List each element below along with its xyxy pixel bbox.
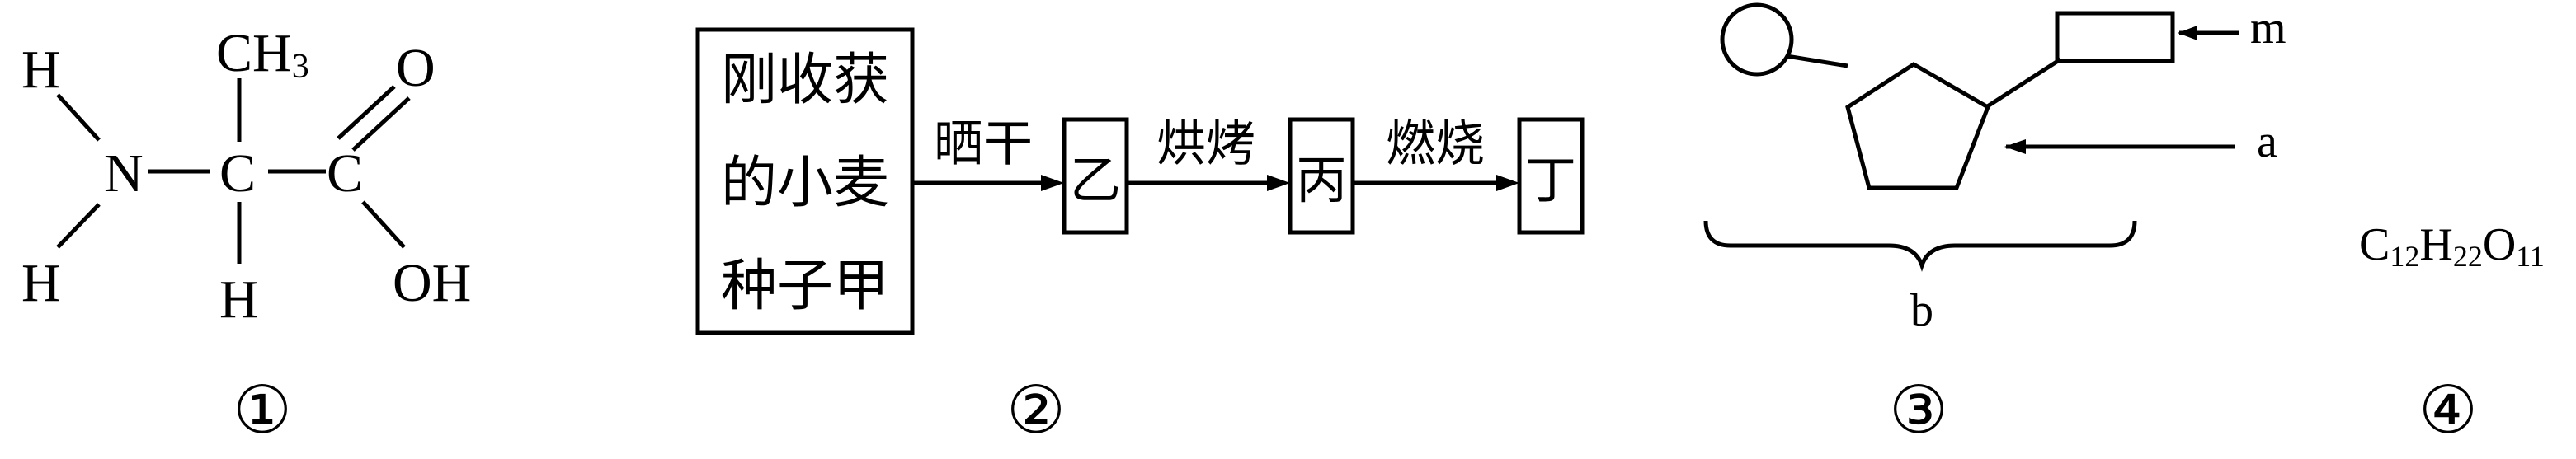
atom-h-bottom: H bbox=[21, 253, 61, 313]
bond-h-n-top bbox=[56, 93, 101, 142]
box-fresh-wheat-line2: 的小麦 bbox=[721, 151, 889, 216]
alanine-structure: H N H CH3 C H C O OH ① bbox=[21, 23, 471, 447]
label-m: m bbox=[2250, 2, 2286, 54]
label-a: a bbox=[2257, 116, 2277, 167]
figure-number-2: ② bbox=[1006, 375, 1066, 447]
nucleotide-schematic: m a b ③ bbox=[1703, 2, 2286, 447]
bond-h-n-bottom bbox=[56, 203, 101, 249]
pentose-sugar bbox=[1845, 62, 1991, 190]
figure-number-3: ③ bbox=[1889, 375, 1948, 447]
arrow-burn-label: 燃烧 bbox=[1386, 115, 1485, 173]
bond-c-o-double-1 bbox=[337, 85, 396, 140]
bond-c-oh bbox=[361, 200, 406, 249]
sugar-to-base-bond bbox=[1985, 57, 2062, 110]
arrow-bake-label: 烘烤 bbox=[1156, 115, 1255, 173]
arrow-burn-head bbox=[1496, 175, 1519, 191]
atom-h-top: H bbox=[21, 40, 61, 100]
atom-ch3: CH3 bbox=[216, 23, 309, 86]
formula-o: O bbox=[2483, 219, 2516, 270]
figure-number-4: ④ bbox=[2418, 375, 2478, 447]
molecular-formula: C12H22O11 bbox=[2359, 219, 2545, 273]
phosphate-to-sugar-bond bbox=[1786, 54, 1848, 68]
atom-oh: OH bbox=[393, 253, 471, 313]
atom-o: O bbox=[396, 38, 436, 98]
formula-c: C bbox=[2359, 219, 2390, 270]
wheat-seed-flow: 刚收获 的小麦 种子甲 晒干 乙 烘烤 丙 燃烧 丁 ② bbox=[695, 27, 1585, 447]
formula-h-sub: 22 bbox=[2453, 240, 2483, 273]
atom-h-alpha: H bbox=[219, 269, 259, 330]
formula-h: H bbox=[2419, 219, 2452, 270]
base-rectangle bbox=[2055, 11, 2175, 63]
figure-number-1: ① bbox=[233, 375, 292, 447]
atom-n: N bbox=[104, 143, 144, 204]
pointer-a-head bbox=[2004, 139, 2026, 154]
box-yi-label: 乙 bbox=[1070, 150, 1121, 210]
arrow-dry-label: 晒干 bbox=[934, 115, 1033, 173]
bond-c-o-double-2 bbox=[351, 96, 411, 152]
formula-o-sub: 11 bbox=[2516, 240, 2545, 273]
atom-c-carboxyl: C bbox=[327, 143, 363, 204]
box-ding-label: 丁 bbox=[1525, 150, 1576, 210]
arrow-dry-head bbox=[1041, 175, 1064, 191]
pointer-m-head bbox=[2178, 26, 2197, 40]
brace-b bbox=[1703, 220, 2137, 272]
ch3-subscript: 3 bbox=[292, 48, 309, 86]
box-yi bbox=[1062, 117, 1129, 235]
box-fresh-wheat-line3: 种子甲 bbox=[721, 254, 889, 319]
box-bing bbox=[1288, 117, 1355, 235]
phosphate-circle bbox=[1720, 2, 1794, 77]
box-bing-label: 丙 bbox=[1296, 150, 1347, 210]
formula-c-sub: 12 bbox=[2390, 240, 2419, 273]
sucrose-formula: C12H22O11 ④ bbox=[2359, 219, 2545, 447]
label-b: b bbox=[1910, 285, 1933, 336]
ch3-base: CH bbox=[216, 23, 292, 83]
box-fresh-wheat-line1: 刚收获 bbox=[721, 48, 889, 113]
arrow-bake-head bbox=[1267, 175, 1290, 191]
atom-c-alpha: C bbox=[219, 143, 256, 204]
box-ding bbox=[1517, 117, 1585, 235]
